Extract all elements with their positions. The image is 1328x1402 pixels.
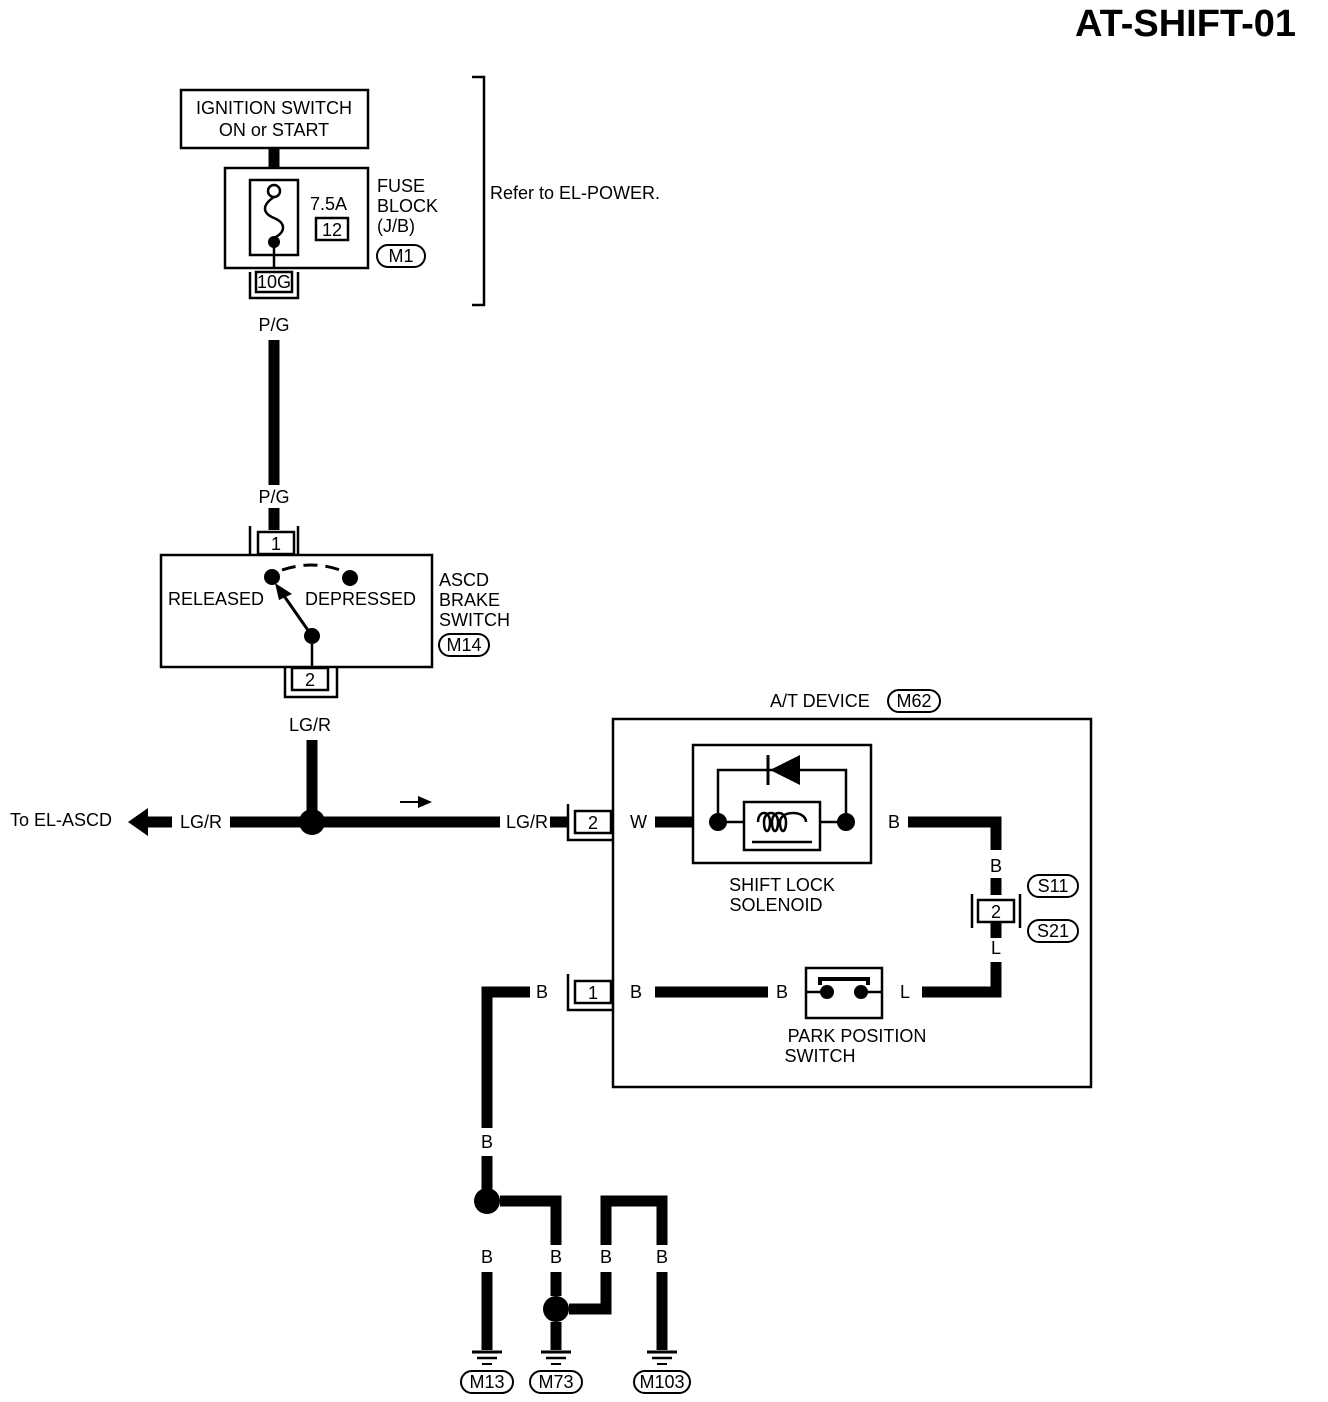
wire-label-lgr-switch: LG/R <box>289 715 331 735</box>
junction-dot <box>299 809 325 835</box>
fuse-number: 12 <box>322 220 342 240</box>
refer-note: Refer to EL-POWER. <box>490 183 660 203</box>
at-pin-2: 2 <box>588 813 598 833</box>
coil-icon <box>756 811 808 833</box>
pps-label-1: PARK POSITION <box>788 1026 927 1046</box>
fuse-label-1: FUSE <box>377 176 425 196</box>
wire-label-l-pps: L <box>900 982 910 1002</box>
ascd-label-1: ASCD <box>439 570 489 590</box>
fuse-label-2: BLOCK <box>377 196 438 216</box>
wire-label-pg-bottom: P/G <box>258 487 289 507</box>
ascd-brake-switch: 1 RELEASED DEPRESSED 2 ASCD BRAKE SWITCH… <box>159 526 510 699</box>
wire-b-link <box>569 1272 612 1315</box>
joint-connector <box>976 898 1016 924</box>
pps-label-2: SWITCH <box>785 1046 856 1066</box>
diode-icon <box>770 755 800 785</box>
ground-m103: M103 <box>633 1350 691 1394</box>
switch-arrow-icon <box>275 583 292 600</box>
solenoid-label-2: SOLENOID <box>729 895 822 915</box>
switch-contact-icon <box>818 977 870 985</box>
wire-label-w: W <box>630 812 647 832</box>
wire-label-l-vertical: L <box>991 938 1001 958</box>
ground-label-m13: M13 <box>469 1372 504 1392</box>
at-device-connector-label: M62 <box>896 691 931 711</box>
wire-label-pg-top: P/G <box>258 315 289 335</box>
wire-label-b-pin1-right: B <box>630 982 642 1002</box>
at-device-connector-badge <box>887 689 941 713</box>
page-title: AT-SHIFT-01 <box>1075 3 1296 45</box>
wire-label-b-sol: B <box>888 812 900 832</box>
fuse-block: 7.5A 12 FUSE BLOCK (J/B) M1 <box>223 166 438 270</box>
at-device-label: A/T DEVICE <box>770 691 870 711</box>
ascd-state-depressed: DEPRESSED <box>305 589 416 609</box>
joint-connector-bottom: S21 <box>1037 921 1069 941</box>
refer-bracket <box>472 75 486 307</box>
ascd-state-released: RELEASED <box>168 589 264 609</box>
fuse-terminal-label: 10G <box>257 272 291 292</box>
wire-b-loop <box>600 1195 668 1245</box>
ground-label-m103: M103 <box>639 1372 684 1392</box>
wire-label-b-g4: B <box>656 1247 668 1267</box>
joint-badge-bottom <box>1027 919 1079 943</box>
current-direction-arrow-icon <box>418 796 432 808</box>
ground-junction-dot-2 <box>543 1296 569 1322</box>
to-el-ascd-arrow-icon <box>128 808 148 836</box>
ground-m13: M13 <box>460 1350 514 1394</box>
ascd-connector-label: M14 <box>446 635 481 655</box>
ground-junction-dot <box>474 1188 500 1214</box>
ignition-switch: IGNITION SWITCH ON or START <box>179 88 370 150</box>
ascd-pin-1: 1 <box>271 534 281 554</box>
wire-label-b-vertical: B <box>990 856 1002 876</box>
solenoid-label-1: SHIFT LOCK <box>729 875 835 895</box>
to-el-ascd-label: To EL-ASCD <box>10 810 112 830</box>
ascd-label-2: BRAKE <box>439 590 500 610</box>
joint-badge-top <box>1027 874 1079 898</box>
at-device: A/T DEVICE M62 2 W SHIFT LOCK SOLENOID B… <box>566 689 1093 1089</box>
joint-connector-top: S11 <box>1038 876 1069 896</box>
wire-label-b-g1: B <box>481 1247 493 1267</box>
fuse-rating: 7.5A <box>310 194 347 214</box>
wire-b-branch <box>500 1195 562 1245</box>
ignition-label-2: ON or START <box>219 120 329 140</box>
wire-label-b-trunk: B <box>481 1132 493 1152</box>
ascd-label-3: SWITCH <box>439 610 510 630</box>
ground-m73: M73 <box>529 1350 583 1394</box>
wire-label-lgr-left: LG/R <box>180 812 222 832</box>
wire-label-b-g2: B <box>550 1247 562 1267</box>
joint-pin: 2 <box>991 902 1001 922</box>
fuse-terminal: 10G <box>248 270 300 300</box>
fuse-icon <box>263 195 285 240</box>
fuse-connector-label: M1 <box>388 246 413 266</box>
wire-l <box>922 962 1002 998</box>
wire-label-lgr-right: LG/R <box>506 812 548 832</box>
wire-label-b-g3: B <box>600 1247 612 1267</box>
fuse-label-3: (J/B) <box>377 216 415 236</box>
wire-label-b-pin1-left: B <box>536 982 548 1002</box>
ascd-connector-badge <box>438 633 490 657</box>
wire-b-ground <box>481 986 530 1128</box>
ascd-pin-2: 2 <box>305 670 315 690</box>
ignition-label-1: IGNITION SWITCH <box>196 98 352 118</box>
wire-label-b-pps: B <box>776 982 788 1002</box>
wire-b-solenoid <box>908 816 1002 850</box>
at-pin-1: 1 <box>588 983 598 1003</box>
ground-label-m73: M73 <box>538 1372 573 1392</box>
fuse-connector-badge <box>376 244 426 268</box>
